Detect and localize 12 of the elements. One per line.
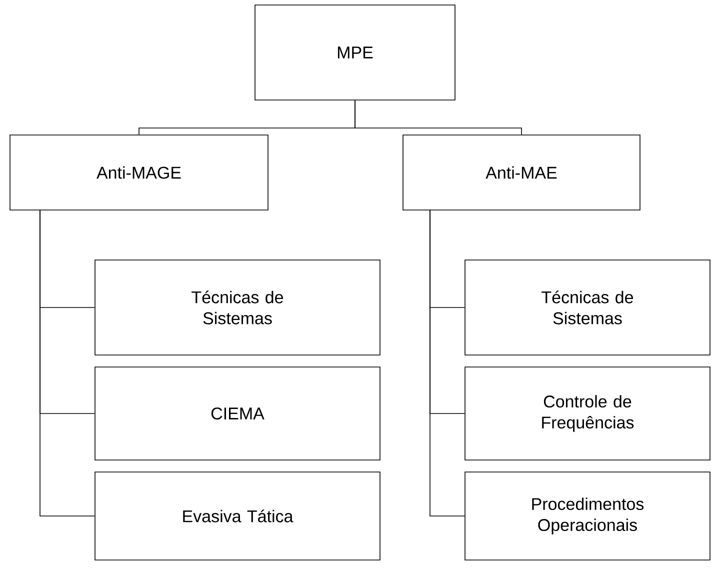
item-box: Evasiva Tática xyxy=(94,472,380,560)
item-box: CIEMA xyxy=(94,366,380,460)
category-box: Anti-MAGE xyxy=(10,134,268,210)
item-box: Controle de Frequências xyxy=(464,366,710,460)
connector-line xyxy=(430,210,465,516)
item-box: Técnicas de Sistemas xyxy=(94,260,380,356)
category-box: Anti-MAE xyxy=(402,134,640,210)
connector-line xyxy=(354,100,522,135)
root-box: MPE xyxy=(254,4,456,100)
item-box: Técnicas de Sistemas xyxy=(464,260,710,356)
item-box: Procedimentos Operacionais xyxy=(464,472,710,560)
connector-line xyxy=(40,210,95,516)
